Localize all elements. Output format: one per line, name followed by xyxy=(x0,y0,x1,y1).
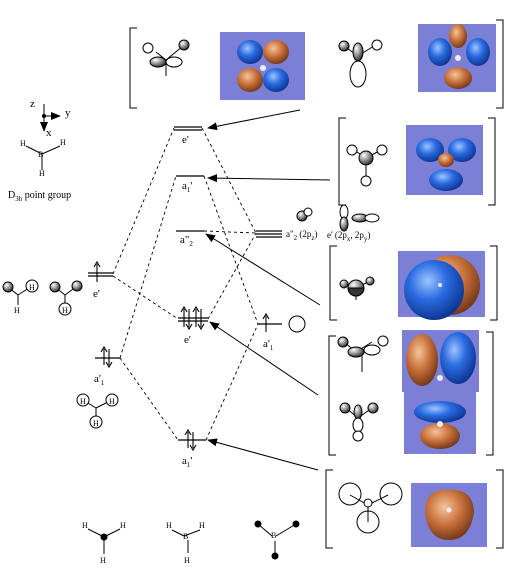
bottom-structures xyxy=(87,520,300,560)
mo-label-a1-prime-bottom: a1' xyxy=(182,455,193,470)
b-label-a1-prime: a'1 xyxy=(263,338,274,353)
atom-h-label: H xyxy=(93,419,99,428)
h-label-a1-prime: a'1 xyxy=(94,373,105,388)
atom-b-label: B xyxy=(183,532,189,541)
axis-y-label: y xyxy=(65,107,71,119)
axis-x-label: x xyxy=(46,127,52,139)
atom-h-label: H xyxy=(120,521,126,530)
b-label-e-prime: e' (2px, 2py) xyxy=(327,230,371,243)
h-label-e-prime: e' xyxy=(93,288,100,300)
bh3-structure-top xyxy=(25,145,61,170)
atom-h-label: H xyxy=(14,306,20,315)
panel-a2-dprime xyxy=(329,245,498,321)
mo-label-e-prime-top: e' xyxy=(182,134,189,146)
atom-h-label: H xyxy=(82,521,88,530)
atom-h-label: H xyxy=(199,521,205,530)
atom-b-label: B xyxy=(38,150,44,159)
atom-b-label: B xyxy=(271,531,277,540)
h-salc-a1-drawing xyxy=(76,393,119,429)
correlation-lines xyxy=(112,127,259,441)
atom-h-label: H xyxy=(100,556,106,565)
axis-z-label: z xyxy=(30,98,35,110)
mo-label-a2-dprime: a"2 xyxy=(180,234,193,249)
pointer-arrows xyxy=(205,109,331,471)
mo-label-e-prime-mid: e' xyxy=(184,334,191,346)
b-p-orbitals xyxy=(288,204,380,333)
mo-energy-levels xyxy=(88,126,282,441)
b-label-a2-dprime: a"2 (2pz) xyxy=(286,229,318,242)
atom-h-label: H xyxy=(109,397,115,406)
panel-a1-prime-bonding xyxy=(325,469,504,549)
panel-a1-prime-antibonding xyxy=(338,117,496,206)
electron-arrows xyxy=(93,260,270,452)
axes-icon xyxy=(40,104,61,132)
atom-h-label: H xyxy=(80,397,86,406)
mo-label-a1-prime-top: a1' xyxy=(182,180,193,195)
atom-h-label: H xyxy=(62,306,68,315)
point-group-label: D3h point group xyxy=(8,190,72,203)
atom-h-label: H xyxy=(166,521,172,530)
panel-e-prime-bonding xyxy=(328,330,494,456)
atom-h-label: H xyxy=(20,139,26,148)
atom-h-label: H xyxy=(39,169,45,178)
panel-e-prime-antibonding xyxy=(129,19,504,109)
atom-h-label: H xyxy=(184,556,190,565)
atom-h-label: H xyxy=(60,138,66,147)
h-salc-e-drawings xyxy=(2,279,83,316)
atom-h-label: H xyxy=(29,283,35,292)
